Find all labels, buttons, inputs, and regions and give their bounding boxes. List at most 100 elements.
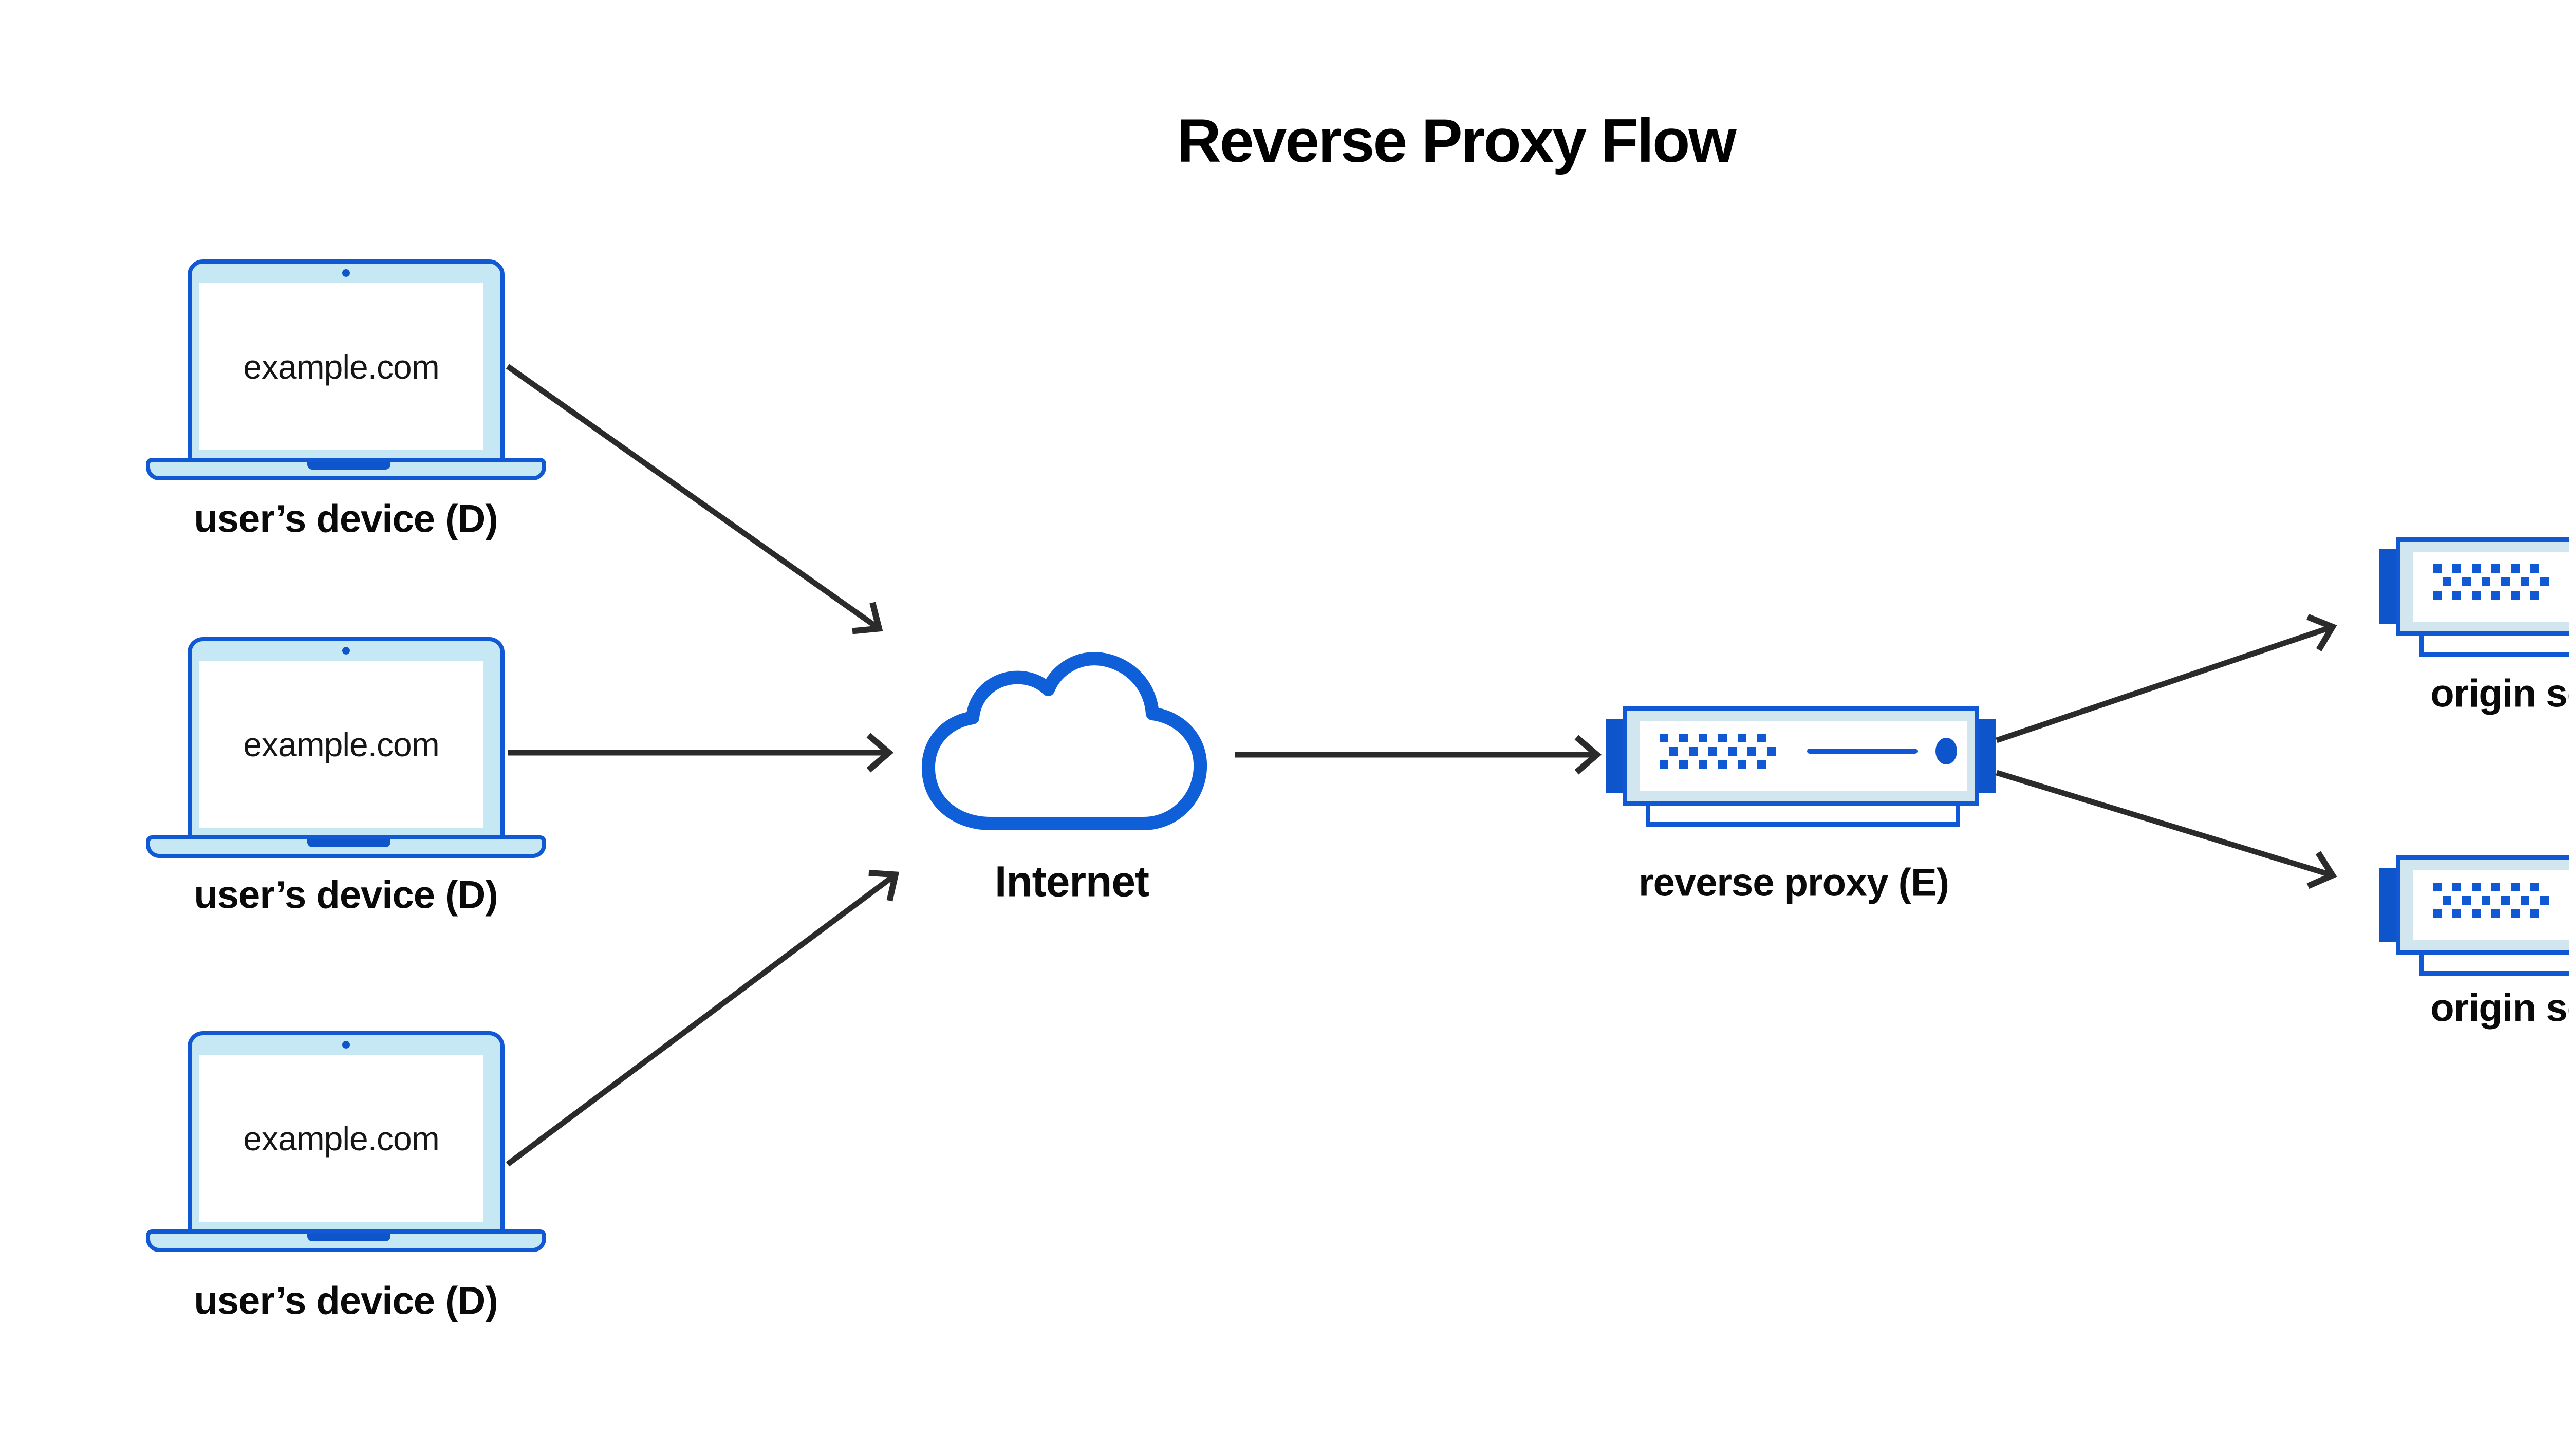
vent-dot: [1699, 760, 1707, 769]
vent-dot: [2433, 591, 2442, 600]
vent-dot: [2482, 896, 2490, 905]
internet-label: Internet: [994, 857, 1149, 906]
vent-dot: [1679, 734, 1688, 742]
vent-dot: [1679, 760, 1688, 769]
user-device-1-laptop-icon: example.com: [146, 259, 546, 480]
vent-dot: [1738, 734, 1746, 742]
server-faceplate: [2413, 552, 2569, 622]
vent-dot: [2491, 564, 2500, 573]
user-device-2-laptop-icon: example.com: [146, 637, 546, 858]
vent-dot: [1689, 747, 1698, 756]
screen-url-text: example.com: [243, 347, 439, 386]
laptop-notch: [307, 1234, 390, 1241]
vent-dot: [2491, 883, 2500, 891]
screen-url-text: example.com: [243, 1119, 439, 1158]
vent-dot: [1708, 747, 1717, 756]
user-device-3-laptop-icon: example.com: [146, 1031, 546, 1252]
user-device-1-label: user’s device (D): [194, 497, 498, 541]
user-device-3-label: user’s device (D): [194, 1279, 498, 1323]
origin-server-1-icon: [2379, 537, 2569, 657]
arrow-proxy-to-origin2: [1996, 770, 2337, 889]
vent-dot: [2433, 909, 2442, 918]
vent-dot: [2452, 909, 2461, 918]
vent-dot: [2511, 909, 2520, 918]
arrow-device3-to-internet: [506, 869, 900, 1167]
vent-dot: [2511, 591, 2520, 600]
server-left-ear: [1606, 719, 1623, 793]
laptop-notch: [307, 462, 390, 470]
vent-dot: [2530, 564, 2539, 573]
laptop-screen: example.com: [199, 661, 483, 828]
server-chassis: [1623, 706, 1979, 806]
vent-dot: [2511, 883, 2520, 891]
server-chassis: [2396, 855, 2569, 955]
vent-dot: [1757, 734, 1766, 742]
webcam-dot-icon: [342, 1041, 350, 1049]
vent-dot: [2452, 564, 2461, 573]
arrow-proxy-to-origin1: [1996, 614, 2337, 743]
vent-dot: [2530, 591, 2539, 600]
user-device-2-label: user’s device (D): [194, 873, 498, 917]
server-left-ear: [2379, 549, 2396, 624]
vent-dot: [1718, 734, 1727, 742]
vent-dots-icon: [2433, 564, 2559, 608]
vent-dot: [1660, 734, 1668, 742]
server-left-ear: [2379, 868, 2396, 942]
vent-dot: [2530, 883, 2539, 891]
laptop-base: [146, 1229, 546, 1252]
server-faceplate: [1640, 721, 1967, 791]
laptop-base: [146, 458, 546, 480]
vent-dot: [2530, 909, 2539, 918]
laptop-base: [146, 835, 546, 858]
vent-dot: [2482, 577, 2490, 586]
vent-dot: [2433, 564, 2442, 573]
vent-dots-icon: [1660, 734, 1785, 778]
arrow-device1-to-internet: [506, 364, 883, 634]
server-chassis: [2396, 537, 2569, 636]
vent-dot: [2540, 896, 2549, 905]
drive-slot-line: [1807, 749, 1918, 754]
vent-dot: [1738, 760, 1746, 769]
power-led-icon: [1935, 738, 1957, 764]
vent-dot: [2433, 883, 2442, 891]
vent-dot: [1718, 760, 1727, 769]
vent-dot: [2472, 909, 2481, 918]
screen-url-text: example.com: [243, 725, 439, 763]
server-right-ear: [1979, 719, 1996, 793]
vent-dot: [2472, 883, 2481, 891]
cloud-icon: [921, 652, 1207, 830]
vent-dots-icon: [2433, 883, 2559, 927]
origin-server-2-icon: [2379, 855, 2569, 976]
vent-dot: [2521, 577, 2529, 586]
vent-dot: [1767, 747, 1776, 756]
laptop-screen: example.com: [199, 283, 483, 450]
vent-dot: [2443, 577, 2451, 586]
vent-dot: [2540, 577, 2549, 586]
diagram-title: Reverse Proxy Flow: [1177, 106, 1737, 175]
vent-dot: [1728, 747, 1737, 756]
vent-dot: [2521, 896, 2529, 905]
vent-dot: [2491, 591, 2500, 600]
laptop-screen: example.com: [199, 1055, 483, 1222]
reverse-proxy-label: reverse proxy (E): [1639, 861, 1949, 905]
vent-dot: [2501, 577, 2510, 586]
vent-dot: [2452, 883, 2461, 891]
laptop-notch: [307, 839, 390, 847]
vent-dot: [1699, 734, 1707, 742]
vent-dot: [2462, 577, 2471, 586]
vent-dot: [1660, 760, 1668, 769]
origin-server-2-label: origin server (F): [2430, 986, 2569, 1030]
reverse-proxy-server-icon: [1606, 706, 1996, 827]
vent-dot: [2472, 564, 2481, 573]
vent-dot: [1669, 747, 1678, 756]
origin-server-1-label: origin server (F): [2430, 671, 2569, 716]
webcam-dot-icon: [342, 647, 350, 655]
vent-dot: [1757, 760, 1766, 769]
vent-dot: [1747, 747, 1756, 756]
vent-dot: [2462, 896, 2471, 905]
vent-dot: [2472, 591, 2481, 600]
vent-dot: [2491, 909, 2500, 918]
vent-dot: [2452, 591, 2461, 600]
